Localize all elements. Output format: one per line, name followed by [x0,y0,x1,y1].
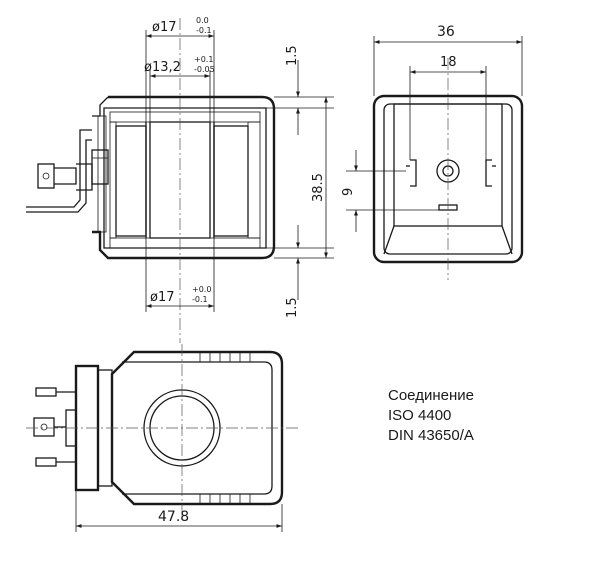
dim-length: 47.8 [158,509,189,525]
dim-pin-offset: 9 [341,188,356,196]
dim-outer-diameter-top-tol-lower: -0.1 [196,26,212,35]
section-dimensions: ø17 0.0 -0.1 ø13,2 +0.1 -0.05 ø17 +0.0 -… [144,16,334,318]
caption-din-standard: DIN 43650/A [388,427,474,444]
section-view [26,18,276,343]
dim-bore-diameter-tol-upper: +0.1 [194,55,213,64]
top-dimensions: 47.8 [75,490,283,532]
dim-bore-diameter-tol-lower: -0.05 [194,65,215,74]
dim-outer-diameter-bottom-tol-upper: +0.0 [192,285,211,294]
dim-outer-diameter-bottom-tol-lower: -0.1 [192,295,208,304]
top-view [26,344,300,520]
dim-outer-diameter-top-tol-upper: 0.0 [196,16,209,25]
dim-pin-spacing: 18 [440,55,457,70]
caption-connection-label: Соединение [388,387,474,404]
dim-flange-bottom: 1.5 [285,297,300,318]
dim-flange-top: 1.5 [285,45,300,66]
dim-bore-diameter: ø13,2 [144,60,181,75]
dim-width: 36 [437,24,455,40]
dim-outer-diameter-bottom: ø17 [150,290,175,305]
rib-marks [199,352,251,504]
dim-outer-diameter-top: ø17 [152,20,177,35]
front-view [372,58,524,280]
dim-height: 38.5 [311,173,326,202]
front-dimensions: 36 18 9 [341,24,523,232]
connection-caption: Соединение ISO 4400 DIN 43650/A [388,386,474,446]
caption-iso-standard: ISO 4400 [388,407,452,424]
